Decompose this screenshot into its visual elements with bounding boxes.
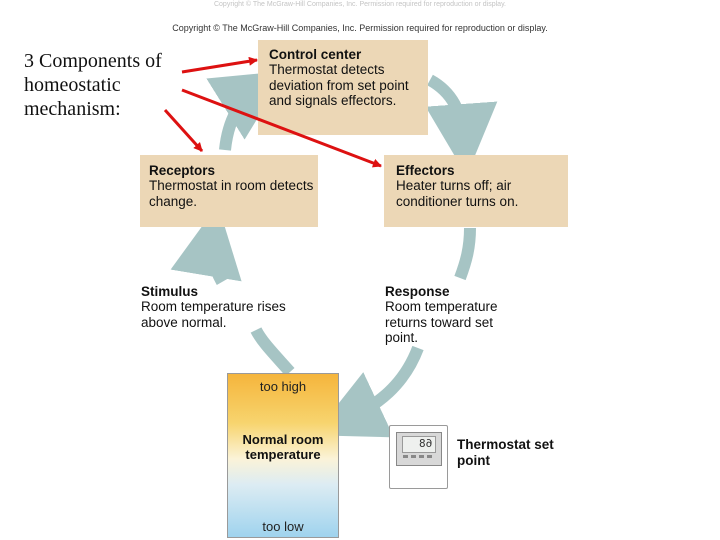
arrow-control-to-effectors — [425, 74, 498, 176]
arrow-bar-to-stimulus — [250, 327, 295, 376]
control-center-text: Thermostat detects deviation from set po… — [269, 62, 409, 108]
thermostat-button — [403, 455, 408, 458]
response-title: Response — [385, 284, 450, 299]
pointer-arrow-control-center — [181, 56, 258, 74]
thermostat-button — [419, 455, 424, 458]
thermostat-label: Thermostat set point — [457, 437, 554, 468]
effectors-text: Heater turns off; air conditioner turns … — [396, 178, 519, 209]
pointer-arrow-receptors — [163, 108, 204, 153]
stimulus-block: Stimulus Room temperature rises above no… — [141, 284, 321, 330]
thermostat-device-icon: 68 — [389, 425, 448, 489]
normal-temperature-label: Normal room temperature — [242, 432, 324, 462]
thermostat-screen: 68 — [396, 432, 442, 466]
arrow-receptors-to-control — [206, 70, 287, 151]
control-center-title: Control center — [269, 47, 362, 62]
thermostat-button — [411, 455, 416, 458]
response-block: Response Room temperature returns toward… — [385, 284, 525, 346]
arrow-response-to-bar — [313, 345, 424, 438]
stimulus-title: Stimulus — [141, 284, 199, 299]
stimulus-text: Room temperature rises above normal. — [141, 299, 286, 330]
response-text: Room temperature returns toward set poin… — [385, 299, 498, 345]
receptors-title: Receptors — [149, 163, 216, 178]
copyright-notice-faint: Copyright © The McGraw-Hill Companies, I… — [213, 1, 506, 8]
arrow-effectors-to-response — [454, 227, 476, 281]
too-low-label: too low — [262, 519, 304, 534]
arrow-stimulus-to-receptors — [170, 204, 242, 285]
effectors-title: Effectors — [396, 163, 455, 178]
slide-side-label: 3 Components of homeostatic mechanism: — [24, 50, 162, 120]
copyright-notice: Copyright © The McGraw-Hill Companies, I… — [172, 23, 548, 33]
effectors-box: Effectors Heater turns off; air conditio… — [384, 155, 568, 227]
receptors-text: Thermostat in room detects change. — [149, 178, 314, 209]
temperature-bar: too high Normal room temperature too low — [227, 373, 339, 538]
pointer-arrow-effectors — [181, 88, 382, 168]
thermostat-display: 68 — [402, 436, 436, 453]
control-center-box: Control center Thermostat detects deviat… — [258, 40, 428, 135]
too-high-label: too high — [259, 379, 307, 394]
thermostat-button — [427, 455, 432, 458]
receptors-box: Receptors Thermostat in room detects cha… — [140, 155, 318, 227]
